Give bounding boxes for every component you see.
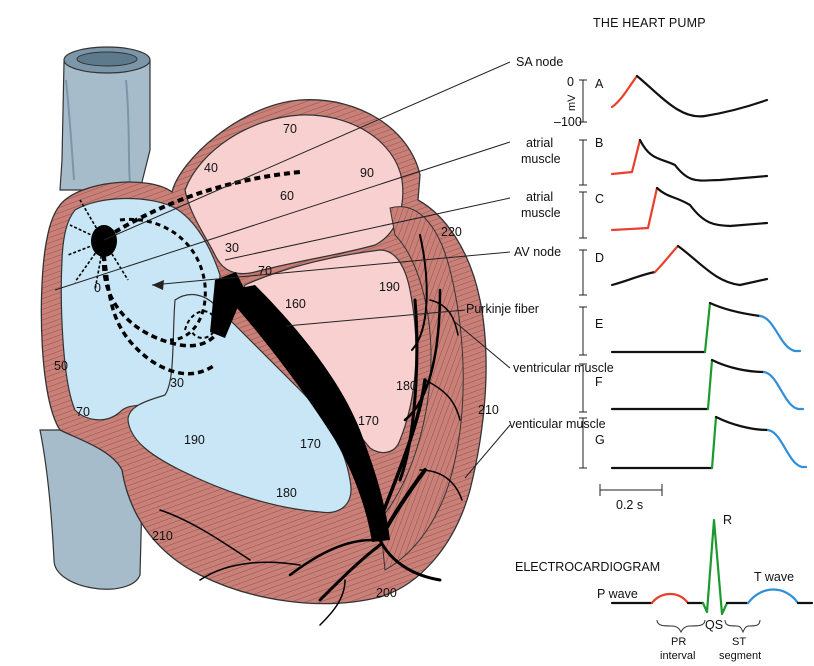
ecg-p-wave bbox=[652, 594, 688, 603]
time-label: 30 bbox=[225, 241, 239, 255]
trace-segment bbox=[612, 188, 657, 230]
ecg-t-wave-label: T wave bbox=[754, 570, 794, 584]
trace-segment bbox=[655, 246, 678, 272]
trace-segment bbox=[716, 417, 768, 430]
trace-letter: D bbox=[595, 251, 604, 265]
purkinje-fiber-label: Purkinje fiber bbox=[466, 302, 539, 316]
time-label: 210 bbox=[152, 529, 173, 543]
trace-segment bbox=[708, 360, 712, 409]
time-label: 210 bbox=[478, 403, 499, 417]
time-label: 50 bbox=[54, 359, 68, 373]
time-label: 70 bbox=[76, 405, 90, 419]
trace-letter: C bbox=[595, 192, 604, 206]
trace-segment bbox=[612, 272, 655, 285]
trace-segment bbox=[678, 246, 767, 285]
sa-node-label: SA node bbox=[516, 55, 563, 69]
trace-segment bbox=[657, 188, 767, 226]
action-potential-trace bbox=[612, 360, 803, 409]
time-label: 190 bbox=[184, 433, 205, 447]
venticular-muscle-label: venticular muscle bbox=[509, 417, 606, 431]
trace-segment bbox=[710, 303, 760, 316]
time-label: 180 bbox=[396, 379, 417, 393]
trace-letter: E bbox=[595, 317, 603, 331]
time-label: 90 bbox=[360, 166, 374, 180]
time-label: 70 bbox=[283, 122, 297, 136]
trace-axis bbox=[579, 250, 587, 295]
trace-letter: A bbox=[595, 77, 604, 91]
ecg-p-wave-label: P wave bbox=[597, 587, 638, 601]
page-title: THE HEART PUMP bbox=[593, 16, 706, 30]
time-label: 70 bbox=[258, 264, 272, 278]
ecg-qs-label: QS bbox=[705, 618, 723, 632]
ecg-pr-label: PR interval bbox=[660, 636, 695, 662]
time-label: 200 bbox=[376, 586, 397, 600]
trace-segment bbox=[760, 316, 800, 351]
trace-segment bbox=[640, 140, 767, 181]
time-label: 170 bbox=[358, 414, 379, 428]
trace-segment bbox=[637, 76, 767, 116]
action-potential-trace bbox=[612, 303, 800, 352]
trace-segment bbox=[712, 360, 764, 372]
action-potential-trace bbox=[612, 246, 767, 285]
st-segment-brace bbox=[725, 620, 760, 632]
time-label: 0 bbox=[94, 281, 101, 295]
time-scale-label: 0.2 s bbox=[616, 498, 643, 512]
action-potential-panel: 0 –100 mV A B C D E F G 0.2 s bbox=[554, 75, 806, 512]
ecg-st-label: ST segment bbox=[719, 636, 761, 662]
axis-zero-label: 0 bbox=[567, 75, 574, 89]
action-potential-trace bbox=[612, 417, 806, 468]
trace-segment bbox=[612, 140, 640, 174]
ecg-qrs-complex bbox=[703, 520, 727, 614]
ecg-t-wave bbox=[748, 590, 798, 604]
atrial-muscle-label-2: atrial muscle bbox=[521, 190, 561, 220]
trace-letter: F bbox=[595, 375, 603, 389]
time-label: 60 bbox=[280, 189, 294, 203]
ecg-panel: ELECTROCARDIOGRAM P wave R QS T wave PR … bbox=[515, 513, 812, 662]
pr-interval-brace bbox=[657, 620, 705, 632]
trace-segment bbox=[612, 76, 637, 107]
trace-axis bbox=[579, 307, 587, 355]
trace-letter: G bbox=[595, 433, 605, 447]
ecg-title: ELECTROCARDIOGRAM bbox=[515, 560, 660, 574]
time-label: 190 bbox=[379, 280, 400, 294]
action-potential-trace bbox=[612, 140, 767, 181]
trace-segment bbox=[712, 417, 716, 468]
time-label: 40 bbox=[204, 161, 218, 175]
ventricular-muscle-label: ventricular muscle bbox=[513, 361, 614, 375]
trace-segment bbox=[764, 372, 803, 409]
action-potential-trace bbox=[612, 76, 767, 116]
trace-letter: B bbox=[595, 136, 603, 150]
time-label: 180 bbox=[276, 486, 297, 500]
av-node-label: AV node bbox=[514, 245, 561, 259]
time-label: 170 bbox=[300, 437, 321, 451]
time-label: 30 bbox=[170, 376, 184, 390]
trace-axis bbox=[579, 192, 587, 238]
ecg-r-label: R bbox=[723, 513, 732, 527]
time-label: 220 bbox=[441, 225, 462, 239]
time-label: 160 bbox=[285, 297, 306, 311]
action-potential-trace bbox=[612, 188, 767, 230]
atrial-muscle-label-1: atrial muscle bbox=[521, 136, 561, 166]
axis-minus100-label: –100 bbox=[554, 115, 582, 129]
trace-segment bbox=[705, 303, 710, 352]
axis-unit-label: mV bbox=[566, 94, 578, 111]
trace-axis bbox=[579, 140, 587, 185]
trace-segment bbox=[768, 430, 806, 467]
